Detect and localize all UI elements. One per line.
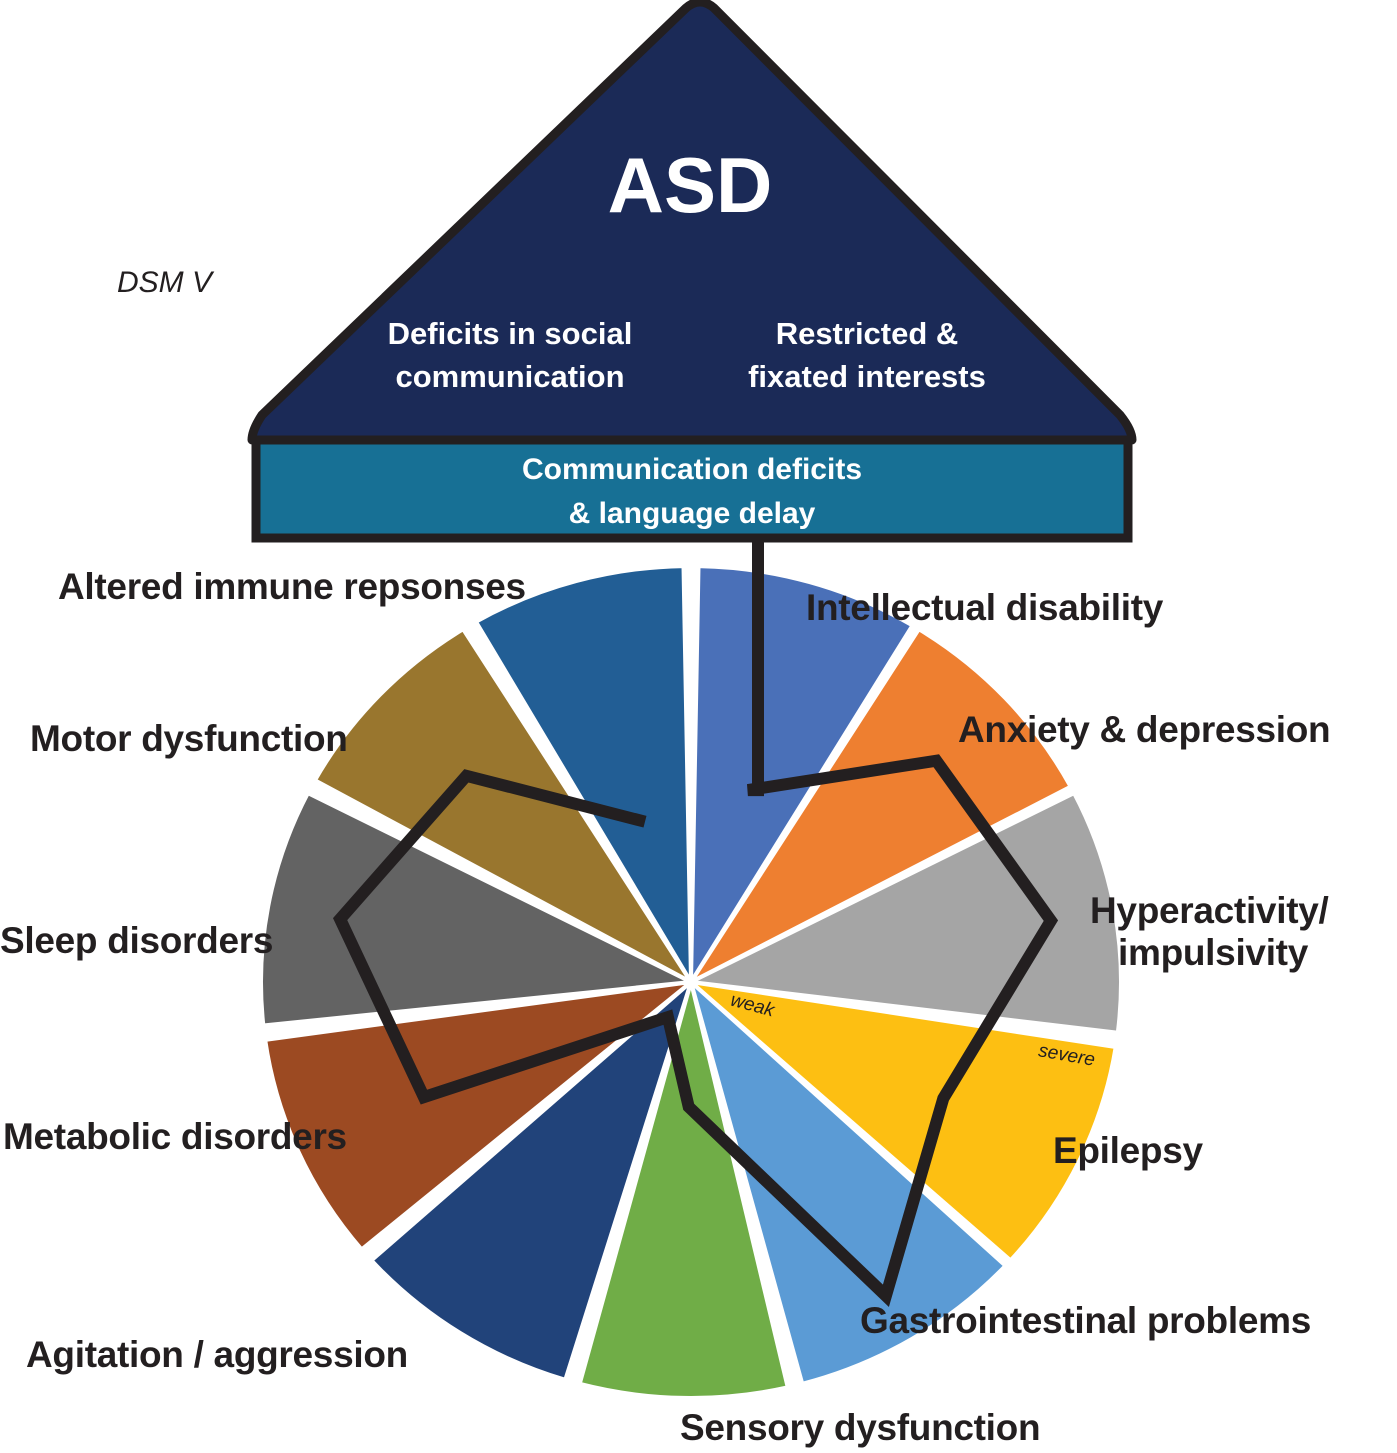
asd-title: ASD (607, 141, 773, 229)
core-domain-social-line2: communication (395, 359, 625, 394)
wheel-segment-anxiety (685, 626, 1074, 988)
label-hyperactivity: Hyperactivity/ impulsivity (1090, 890, 1329, 974)
label-motor: Motor dysfunction (30, 718, 348, 759)
bar-line2: & language delay (568, 497, 816, 530)
wheel-segment-gi (687, 975, 1009, 1387)
label-anxiety: Anxiety & depression (958, 709, 1331, 750)
wheel-segment-agitation (368, 975, 696, 1383)
label-agitation: Agitation / aggression (26, 1334, 408, 1375)
asd-triangle (247, 0, 1137, 445)
wheel-segment-immune (473, 564, 694, 990)
comorbidity-wheel (259, 564, 1123, 1401)
wheel-segment-motor (312, 626, 693, 984)
severity-profile-line (332, 540, 1059, 1307)
core-domain-restricted-line2: fixated interests (748, 359, 986, 394)
wheel-segment-intellectual (688, 564, 916, 990)
label-immune: Altered immune repsonses (58, 566, 526, 607)
bar-line1: Communication deficits (521, 453, 863, 486)
core-domain-restricted: Restricted & fixated interests (712, 312, 1022, 398)
label-metabolic: Metabolic disorders (3, 1116, 347, 1157)
label-epilepsy: Epilepsy (1053, 1130, 1203, 1171)
wheel-segment-epilepsy (684, 978, 1119, 1264)
core-domain-social-line1: Deficits in social (387, 316, 633, 351)
wheel-segment-sensory (577, 981, 791, 1401)
communication-bar (251, 435, 1133, 543)
label-intellectual: Intellectual disability (806, 587, 1164, 628)
label-sleep: Sleep disorders (0, 920, 274, 961)
core-domain-social: Deficits in social communication (350, 312, 670, 398)
label-hyperactivity-line1: Hyperactivity/ (1090, 890, 1329, 931)
core-domain-restricted-line1: Restricted & (775, 316, 959, 351)
dsm-label: DSM V (117, 266, 213, 299)
label-hyperactivity-line2: impulsivity (1118, 932, 1308, 973)
label-gi: Gastrointestinal problems (860, 1300, 1311, 1341)
communication-bar-text: Communication deficits & language delay (262, 448, 1122, 536)
label-sensory: Sensory dysfunction (680, 1407, 1041, 1448)
